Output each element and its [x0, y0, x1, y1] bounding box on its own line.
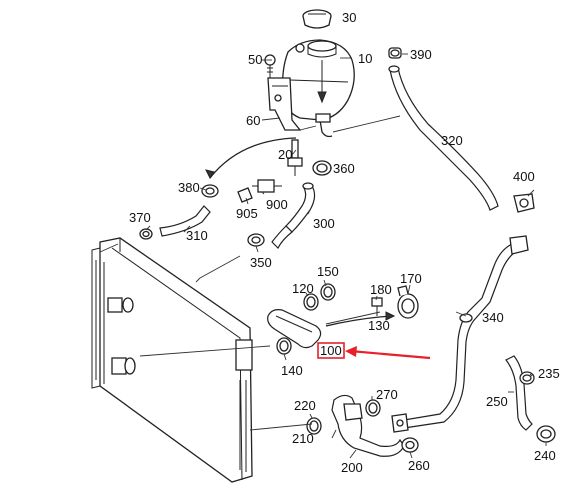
label-30[interactable]: 30	[342, 10, 356, 25]
part-bracket-60	[267, 77, 302, 131]
part-valve-900	[252, 179, 282, 193]
flow-arrows	[205, 137, 396, 327]
label-150[interactable]: 150	[317, 264, 339, 279]
part-bolt-50	[264, 54, 276, 78]
part-clip-905	[237, 187, 253, 203]
label-380[interactable]: 380	[178, 180, 200, 195]
label-250[interactable]: 250	[486, 394, 508, 409]
part-clamp-140	[276, 337, 292, 355]
highlight-part-100	[317, 342, 431, 360]
part-clamp-380	[201, 184, 219, 198]
part-clamp-390	[388, 47, 402, 59]
label-370[interactable]: 370	[129, 210, 151, 225]
label-20[interactable]: 20	[278, 147, 292, 162]
label-310[interactable]: 310	[186, 228, 208, 243]
label-905[interactable]: 905	[236, 206, 258, 221]
part-ring-120	[303, 293, 319, 311]
part-radiator	[91, 237, 253, 483]
part-fitting-180	[371, 297, 383, 316]
part-hose-100	[267, 309, 322, 349]
label-270[interactable]: 270	[376, 387, 398, 402]
label-360[interactable]: 360	[333, 161, 355, 176]
label-120[interactable]: 120	[292, 281, 314, 296]
part-hose-300	[271, 182, 316, 250]
label-260[interactable]: 260	[408, 458, 430, 473]
label-900[interactable]: 900	[266, 197, 288, 212]
label-130[interactable]: 130	[368, 318, 390, 333]
part-labels: 30 50 10 390 60 320 20 360 380 900 400 9…	[129, 10, 560, 475]
part-clamp-350	[247, 233, 265, 247]
part-hose-200	[331, 394, 405, 457]
highlight-box	[317, 342, 345, 359]
part-cap-30	[302, 9, 332, 29]
label-170[interactable]: 170	[400, 271, 422, 286]
leader-lines	[139, 53, 547, 459]
label-100[interactable]: 100	[320, 343, 342, 358]
label-180[interactable]: 180	[370, 282, 392, 297]
label-300[interactable]: 300	[313, 216, 335, 231]
part-sensor-20	[287, 139, 303, 176]
part-hose-310	[139, 205, 211, 240]
label-320[interactable]: 320	[441, 133, 463, 148]
part-expansion-tank-10	[281, 39, 355, 138]
part-ring-150	[320, 283, 336, 301]
part-clamp-270	[365, 399, 381, 417]
part-clamp-170	[397, 285, 419, 319]
part-pipe-340	[391, 235, 529, 433]
part-clamp-260	[401, 437, 419, 453]
label-235[interactable]: 235	[538, 366, 560, 381]
label-10[interactable]: 10	[358, 51, 372, 66]
part-ring-220	[306, 417, 322, 435]
label-200[interactable]: 200	[341, 460, 363, 475]
label-60[interactable]: 60	[246, 113, 260, 128]
label-390[interactable]: 390	[410, 47, 432, 62]
label-340[interactable]: 340	[482, 310, 504, 325]
part-connector-400	[513, 193, 535, 213]
label-220[interactable]: 220	[294, 398, 316, 413]
highlight-arrow	[349, 349, 431, 360]
label-350[interactable]: 350	[250, 255, 272, 270]
label-50[interactable]: 50	[248, 52, 262, 67]
highlight-arrowhead	[345, 346, 357, 357]
part-hose-320	[388, 65, 499, 211]
label-140[interactable]: 140	[281, 363, 303, 378]
label-240[interactable]: 240	[534, 448, 556, 463]
label-400[interactable]: 400	[513, 169, 535, 184]
label-210[interactable]: 210	[292, 431, 314, 446]
part-clamp-360	[312, 160, 332, 176]
